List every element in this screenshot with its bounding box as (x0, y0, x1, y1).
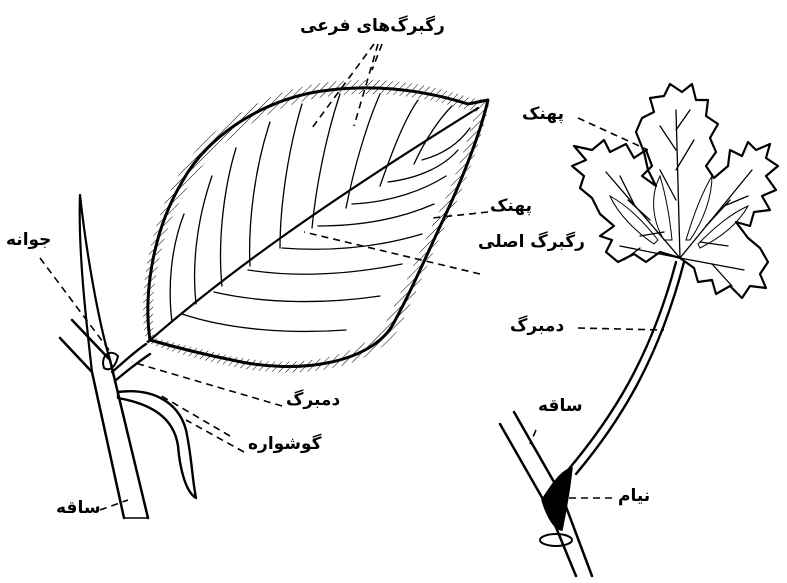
label-bud: جوانه (6, 232, 51, 249)
right-petiole (568, 262, 684, 474)
left-midrib (148, 108, 478, 342)
right-leaf-veins (606, 110, 752, 286)
label-blade-right: پهنک (522, 106, 564, 123)
left-veins-lower (182, 128, 470, 331)
leader-lines (40, 44, 664, 510)
label-blade-left: پهنک (490, 198, 532, 215)
label-stem-right: ساقه (538, 398, 583, 415)
right-node (540, 534, 572, 546)
label-main-vein: رگبرگ اصلی (478, 234, 585, 251)
label-petiole-right: دمبرگ (510, 318, 564, 335)
left-petiole (112, 344, 150, 380)
label-secondary-veins: رگبرگ‌های فرعی (300, 18, 445, 35)
left-leaf-hatch (143, 80, 490, 373)
label-stem-left: ساقه (56, 500, 101, 517)
right-sheath (542, 468, 572, 530)
label-stipule: گوشواره (248, 436, 322, 453)
label-sheath: نیام (618, 488, 650, 505)
left-stem (60, 320, 148, 518)
label-petiole-left: دمبرگ (286, 392, 340, 409)
